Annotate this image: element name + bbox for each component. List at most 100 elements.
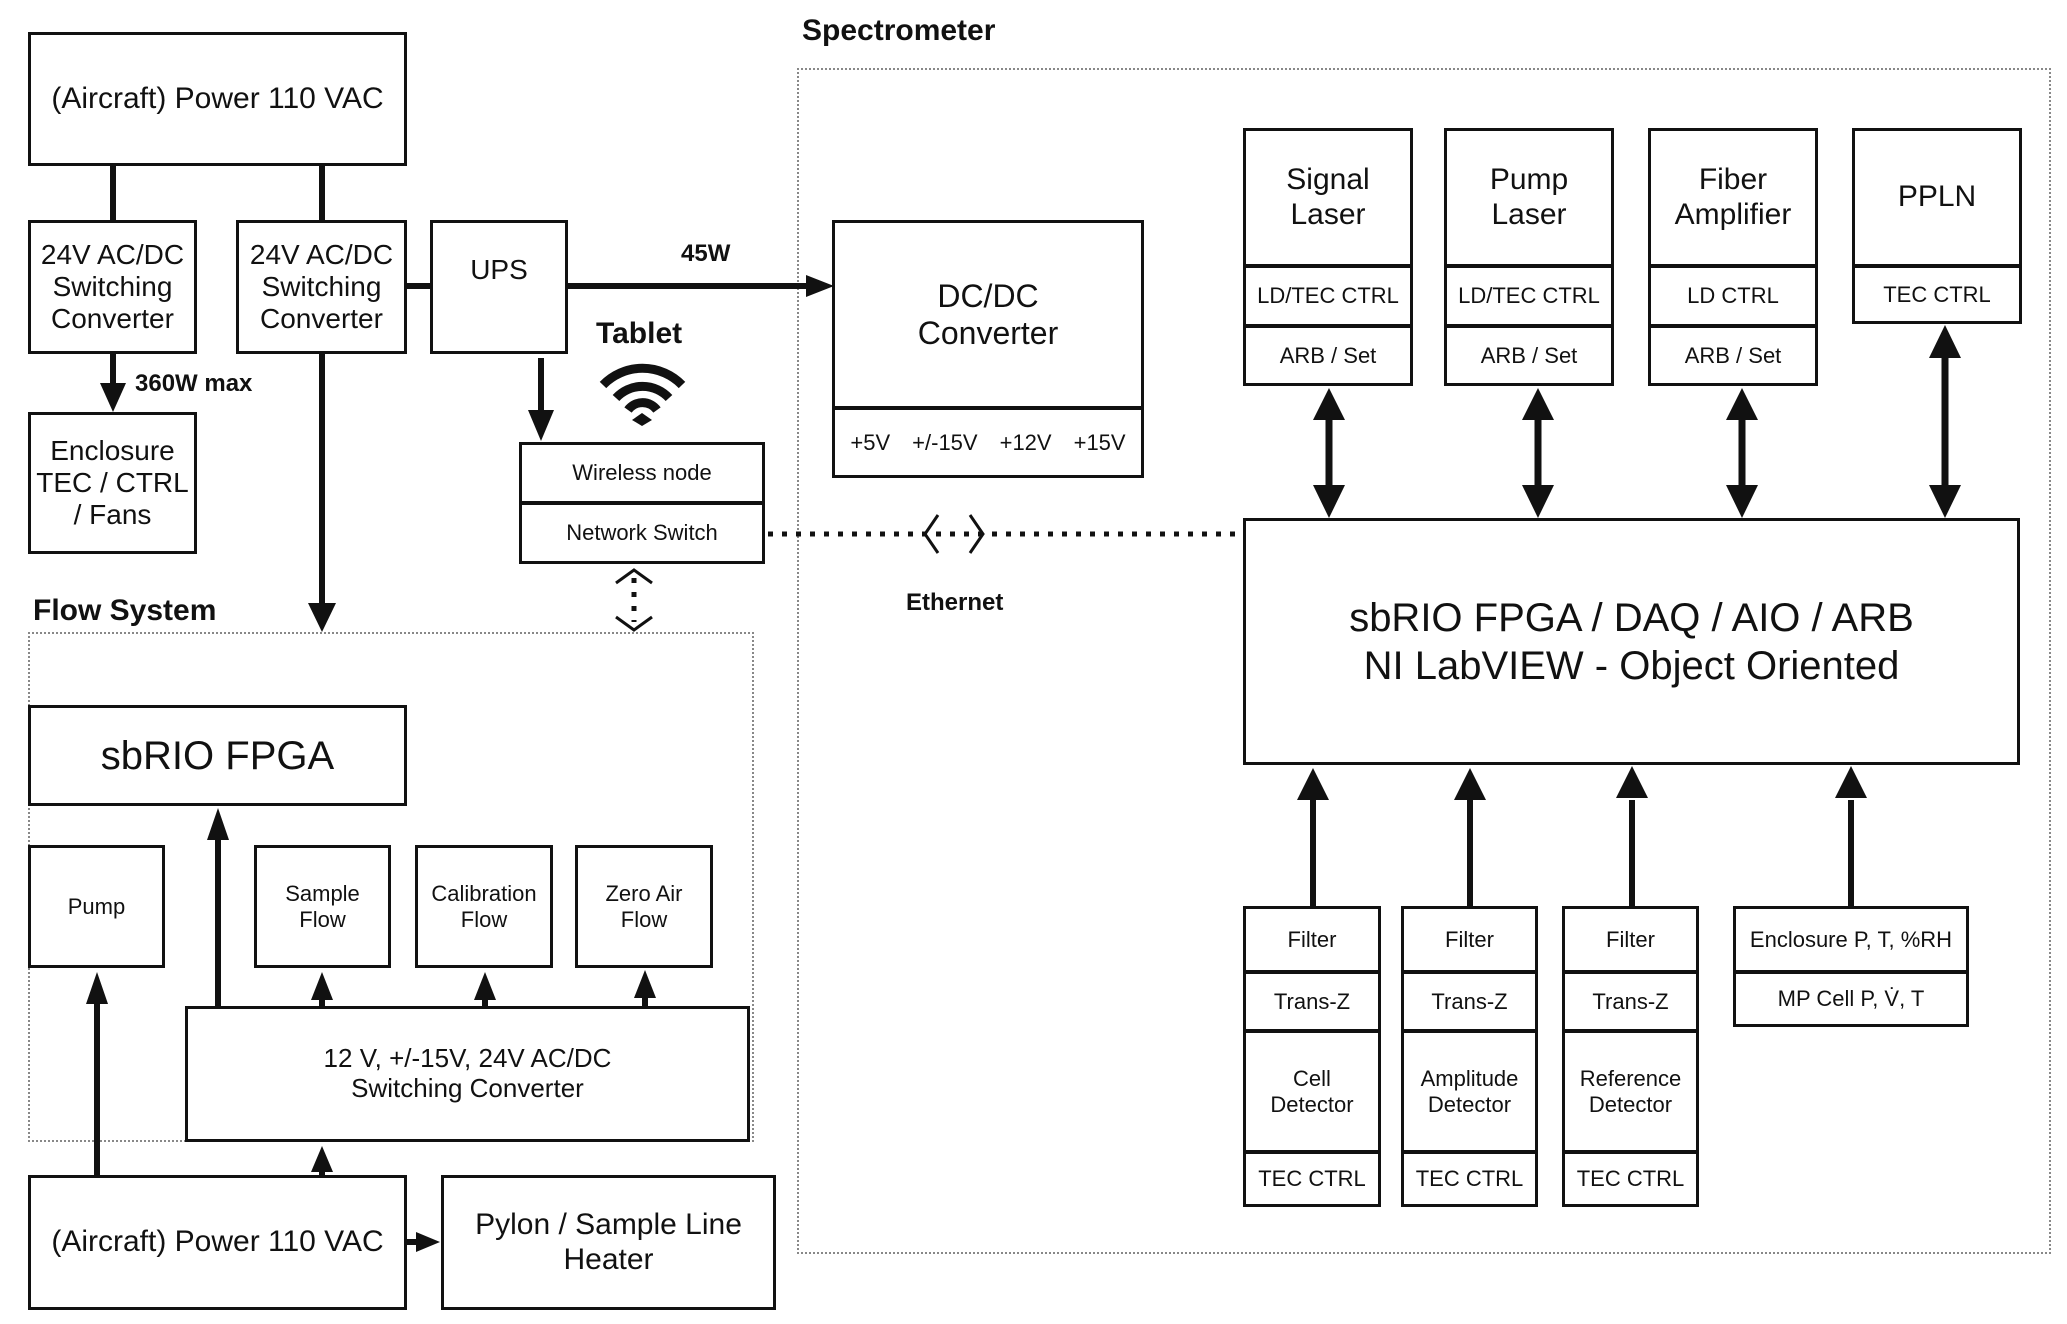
sensors-stack: Enclosure P, T, %RH MP Cell P, V̇, T — [1733, 906, 1969, 1027]
arrowhead-sensors-up — [1835, 766, 1867, 798]
pump-laser-arb: ARB / Set — [1447, 324, 1611, 383]
flow-fpga-label: sbRIO FPGA — [100, 733, 335, 778]
cell-detector: Cell Detector — [1246, 1029, 1378, 1150]
flow-pump: Pump — [28, 845, 165, 968]
flow-fpga: sbRIO FPGA — [28, 705, 407, 806]
arrowhead-ups-wireless — [528, 410, 554, 441]
sample-flow-label: Sample Flow — [285, 881, 360, 932]
arrowhead-fpga-up — [207, 808, 229, 840]
arrowhead-ref-up — [1616, 766, 1648, 798]
enclosure-tec: Enclosure TEC / CTRL / Fans — [28, 412, 197, 554]
enclosure-tec-label: Enclosure TEC / CTRL / Fans — [36, 434, 189, 531]
dcdc-title: DC/DC Converter — [917, 277, 1059, 351]
arrowhead-cell-up — [1297, 768, 1329, 800]
arrowhead-45w — [806, 275, 834, 297]
cell-detector-stack: Filter Trans-Z Cell Detector TEC CTRL — [1243, 906, 1381, 1207]
dcdc-output-12v: +12V — [999, 429, 1052, 455]
arrowhead-sample-up — [311, 972, 333, 1000]
flow-switching-converter-label: 12 V, +/-15V, 24V AC/DC Switching Conver… — [323, 1043, 612, 1103]
calibration-flow-label: Calibration Flow — [431, 881, 537, 932]
converter-mid-label: 24V AC/DC Switching Converter — [249, 238, 394, 335]
dotted-link-chevron-down-icon — [615, 615, 653, 632]
amplitude-detector-stack: Filter Trans-Z Amplitude Detector TEC CT… — [1401, 906, 1538, 1207]
power-360w-label: 360W max — [135, 370, 253, 397]
spectrometer-label: Spectrometer — [802, 14, 996, 47]
amplitude-filter: Filter — [1445, 926, 1494, 952]
amplitude-transz: Trans-Z — [1404, 970, 1535, 1029]
arrowhead-pylon — [416, 1232, 440, 1252]
arrowhead-switch-up — [311, 1146, 333, 1172]
main-controller-label: sbRIO FPGA / DAQ / AIO / ARB NI LabVIEW … — [1246, 521, 2017, 762]
dcdc-output-pm15v: +/-15V — [912, 429, 978, 455]
arrowhead-amp-up — [1454, 768, 1486, 800]
reference-detector: Reference Detector — [1565, 1029, 1696, 1150]
main-controller: sbRIO FPGA / DAQ / AIO / ARB NI LabVIEW … — [1243, 518, 2020, 765]
reference-tec: TEC CTRL — [1565, 1150, 1696, 1204]
cell-filter: Filter — [1287, 926, 1337, 952]
tablet-label: Tablet — [596, 317, 683, 350]
arrowhead-pump-down — [1522, 485, 1554, 518]
dcdc-outputs: +5V +/-15V +12V +15V — [835, 406, 1141, 475]
fiber-amplifier-ctrl: LD CTRL — [1651, 264, 1815, 324]
reference-filter: Filter — [1606, 926, 1655, 952]
reference-detector-stack: Filter Trans-Z Reference Detector TEC CT… — [1562, 906, 1699, 1207]
arrowhead-360w — [100, 383, 126, 412]
arrowhead-fiber-down — [1726, 485, 1758, 518]
zero-air-flow: Zero Air Flow — [575, 845, 713, 968]
signal-laser: Signal Laser LD/TEC CTRL ARB / Set — [1243, 128, 1413, 386]
dcdc-converter: DC/DC Converter +5V +/-15V +12V +15V — [832, 220, 1144, 478]
fiber-amplifier-arb: ARB / Set — [1651, 324, 1815, 383]
wifi-icon — [599, 363, 686, 413]
ups: UPS — [430, 220, 568, 354]
converter-mid: 24V AC/DC Switching Converter — [236, 220, 407, 354]
arrowhead-signal-down — [1313, 485, 1345, 518]
flow-switching-converter: 12 V, +/-15V, 24V AC/DC Switching Conver… — [185, 1006, 750, 1142]
arrowhead-calibration-up — [474, 972, 496, 1000]
wifi-dot-icon — [632, 413, 652, 426]
arrowhead-zeroair-up — [634, 970, 656, 998]
enclosure-sensors: Enclosure P, T, %RH — [1749, 926, 1953, 952]
arrowhead-fiber-up — [1726, 388, 1758, 420]
pump-laser-ctrl: LD/TEC CTRL — [1447, 264, 1611, 324]
pylon-heater-label: Pylon / Sample Line Heater — [475, 1208, 742, 1276]
mp-cell-sensors: MP Cell P, V̇, T — [1736, 970, 1966, 1024]
signal-laser-arb: ARB / Set — [1246, 324, 1410, 383]
aircraft-power-top-label: (Aircraft) Power 110 VAC — [51, 81, 384, 115]
ppln-ctrl: TEC CTRL — [1855, 264, 2019, 321]
arrowhead-conv-flow — [308, 603, 336, 632]
ups-label: UPS — [470, 253, 528, 285]
dotted-link-chevron-up-icon — [615, 568, 653, 585]
wireless-node: Wireless node — [572, 460, 712, 486]
cell-tec: TEC CTRL — [1246, 1150, 1378, 1204]
fiber-amplifier-title: Fiber Amplifier — [1674, 163, 1792, 231]
fiber-amplifier: Fiber Amplifier LD CTRL ARB / Set — [1648, 128, 1818, 386]
flow-pump-label: Pump — [67, 893, 126, 919]
ppln-title: PPLN — [1897, 180, 1977, 214]
network-switch: Network Switch — [522, 501, 762, 561]
calibration-flow: Calibration Flow — [415, 845, 553, 968]
power-45w-label: 45W — [681, 240, 731, 267]
dcdc-output-15v: +15V — [1073, 429, 1126, 455]
main-controller-line2: NI LabVIEW - Object Oriented — [1363, 643, 1900, 688]
arrowhead-ppln-up — [1929, 325, 1961, 358]
ethernet-chevron-right-icon — [968, 514, 985, 554]
ethernet-chevron-left-icon — [923, 514, 940, 554]
aircraft-power-top: (Aircraft) Power 110 VAC — [28, 32, 407, 166]
pump-laser: Pump Laser LD/TEC CTRL ARB / Set — [1444, 128, 1614, 386]
arrowhead-pump-up — [1522, 388, 1554, 420]
signal-laser-ctrl: LD/TEC CTRL — [1246, 264, 1410, 324]
arrowhead-pump-flow-up — [86, 972, 108, 1004]
amplitude-tec: TEC CTRL — [1404, 1150, 1535, 1204]
ppln: PPLN TEC CTRL — [1852, 128, 2022, 324]
dcdc-output-5v: +5V — [850, 429, 891, 455]
converter-left-label: 24V AC/DC Switching Converter — [40, 238, 185, 335]
converter-left: 24V AC/DC Switching Converter — [28, 220, 197, 354]
reference-transz: Trans-Z — [1565, 970, 1696, 1029]
aircraft-power-bottom: (Aircraft) Power 110 VAC — [28, 1175, 407, 1310]
cell-transz: Trans-Z — [1246, 970, 1378, 1029]
arrowhead-ppln-down — [1929, 485, 1961, 518]
spectrometer-group — [797, 68, 2051, 1254]
arrowhead-signal-up — [1313, 388, 1345, 420]
sample-flow: Sample Flow — [254, 845, 391, 968]
